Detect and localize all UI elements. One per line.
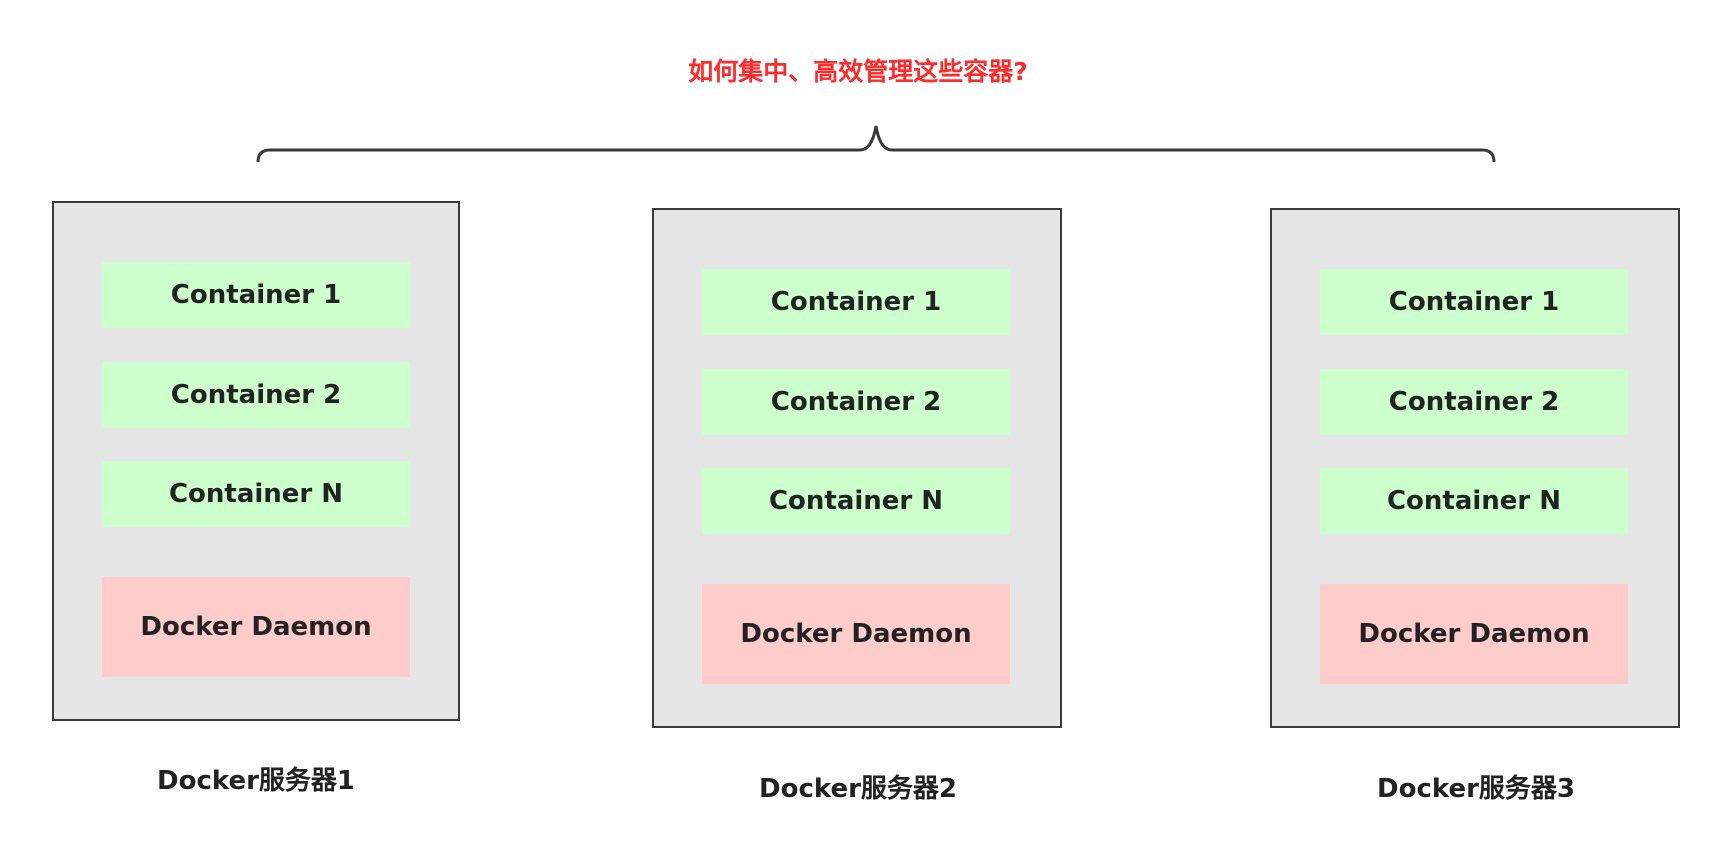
server-label-1: Docker服务器1 <box>157 766 355 796</box>
container-block: Container 1 <box>102 262 410 328</box>
docker-daemon-block: Docker Daemon <box>1320 584 1628 684</box>
container-block: Container N <box>702 468 1010 534</box>
docker-daemon-block: Docker Daemon <box>702 584 1010 684</box>
container-block: Container 2 <box>1320 369 1628 435</box>
container-block: Container 2 <box>702 369 1010 435</box>
server-label-2: Docker服务器2 <box>759 774 957 804</box>
container-block: Container N <box>102 461 410 527</box>
container-block: Container 1 <box>702 269 1010 335</box>
docker-server-2: Container 1 Container 2 Container N Dock… <box>652 208 1062 728</box>
container-block: Container 2 <box>102 362 410 428</box>
docker-daemon-block: Docker Daemon <box>102 577 410 677</box>
question-title: 如何集中、高效管理这些容器? <box>688 57 1028 86</box>
container-block: Container 1 <box>1320 269 1628 335</box>
docker-server-3: Container 1 Container 2 Container N Dock… <box>1270 208 1680 728</box>
docker-server-1: Container 1 Container 2 Container N Dock… <box>52 201 460 721</box>
server-label-3: Docker服务器3 <box>1377 774 1575 804</box>
container-block: Container N <box>1320 468 1628 534</box>
